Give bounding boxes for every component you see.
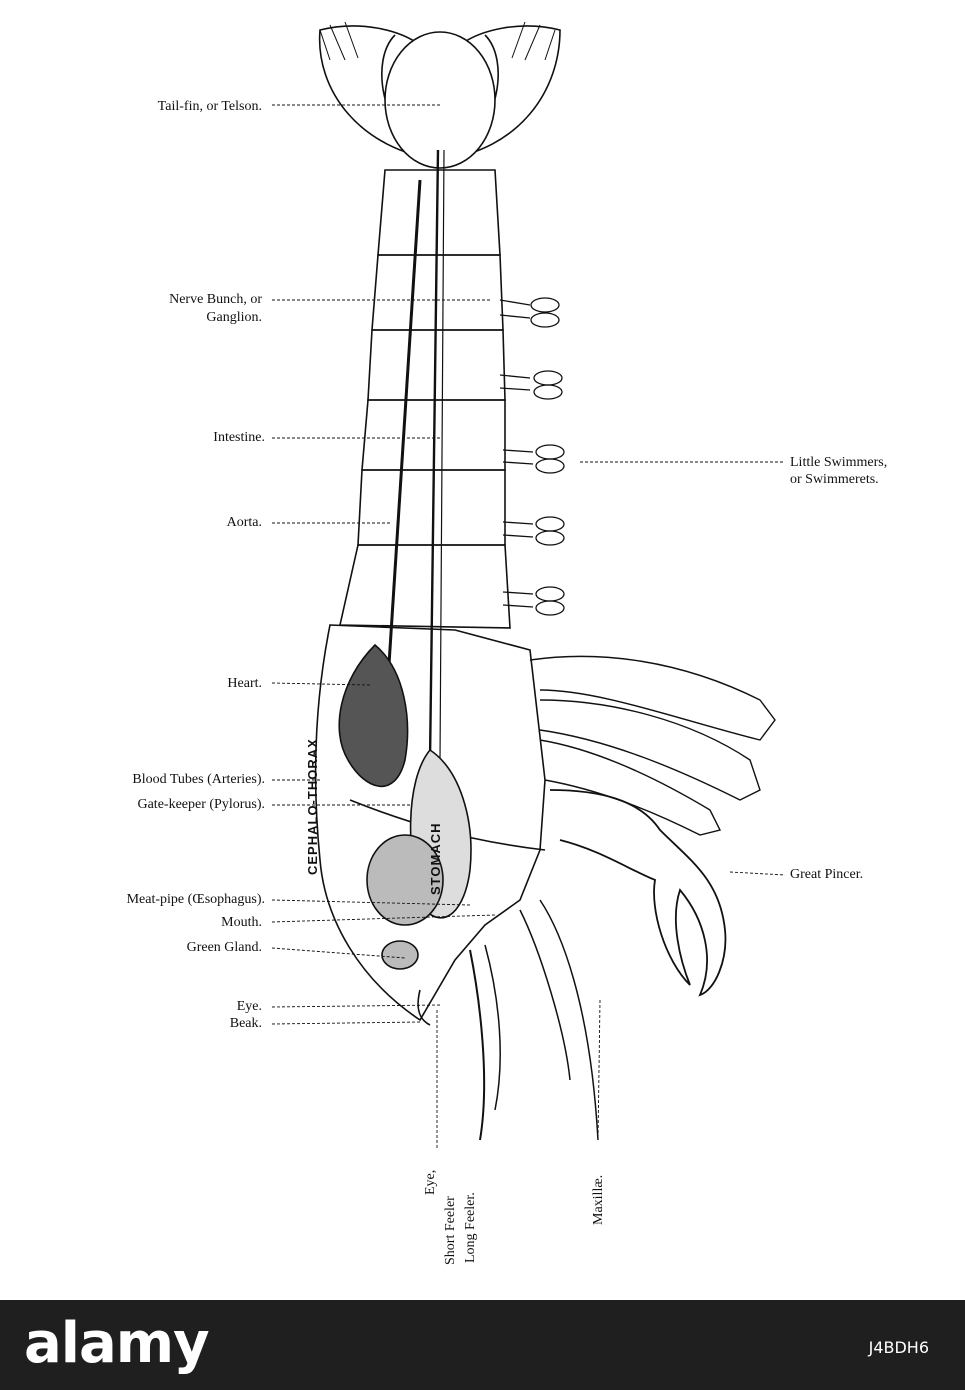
swimmerets xyxy=(499,297,565,616)
label-long-feeler: Long Feeler. xyxy=(463,1192,478,1263)
label-telson: Tail-fin, or Telson. xyxy=(157,99,262,114)
label-blood-tubes: Blood Tubes (Arteries). xyxy=(132,772,265,787)
green-gland-shape xyxy=(381,940,419,970)
tail-fan-right xyxy=(439,25,561,161)
label-little-swimmers: Little Swimmers, xyxy=(790,455,888,470)
label-green-gland: Green Gland. xyxy=(186,940,262,955)
carapace-outline xyxy=(314,624,546,1022)
label-great-pincer: Great Pincer. xyxy=(790,867,864,882)
label-bottom-eye: Eye, xyxy=(423,1169,438,1195)
green-mass xyxy=(366,834,444,926)
label-beak: Beak. xyxy=(229,1016,262,1031)
heart-shape xyxy=(338,643,409,788)
watermark-footer xyxy=(0,1300,965,1390)
crayfish-anatomy-drawing xyxy=(271,21,786,1150)
image-code: J4BDH6 xyxy=(868,1338,929,1357)
tail-fan-left xyxy=(318,25,441,161)
label-mouth: Mouth. xyxy=(221,915,262,930)
abdomen-segment xyxy=(339,544,511,629)
label-eye: Eye. xyxy=(236,999,262,1014)
label-ganglion: Ganglion. xyxy=(206,310,262,325)
alamy-logo: alamy xyxy=(24,1311,210,1376)
walking-legs xyxy=(529,655,776,836)
diagram-canvas: Tail-fin, or Telson. Nerve Bunch, or Gan… xyxy=(126,21,888,1265)
label-aorta: Aorta. xyxy=(226,515,262,530)
telson-shape xyxy=(384,31,496,169)
great-pincer-shape xyxy=(549,789,727,997)
label-meat-pipe: Meat-pipe (Œsophagus). xyxy=(126,892,265,907)
label-maxillae: Maxillæ. xyxy=(591,1174,606,1225)
label-cephalothorax: CEPHALO-THORAX xyxy=(305,738,320,875)
abdomen-segment xyxy=(357,469,506,546)
label-heart: Heart. xyxy=(227,676,262,691)
label-short-feeler: Short Feeler xyxy=(443,1196,458,1265)
label-intestine: Intestine. xyxy=(213,430,265,445)
label-nerve-bunch: Nerve Bunch, or xyxy=(169,292,262,307)
label-swimmerets: or Swimmerets. xyxy=(790,472,879,487)
label-stomach: STOMACH xyxy=(428,822,443,895)
abdomen-segment xyxy=(377,169,501,256)
label-gate-keeper: Gate-keeper (Pylorus). xyxy=(137,797,265,812)
